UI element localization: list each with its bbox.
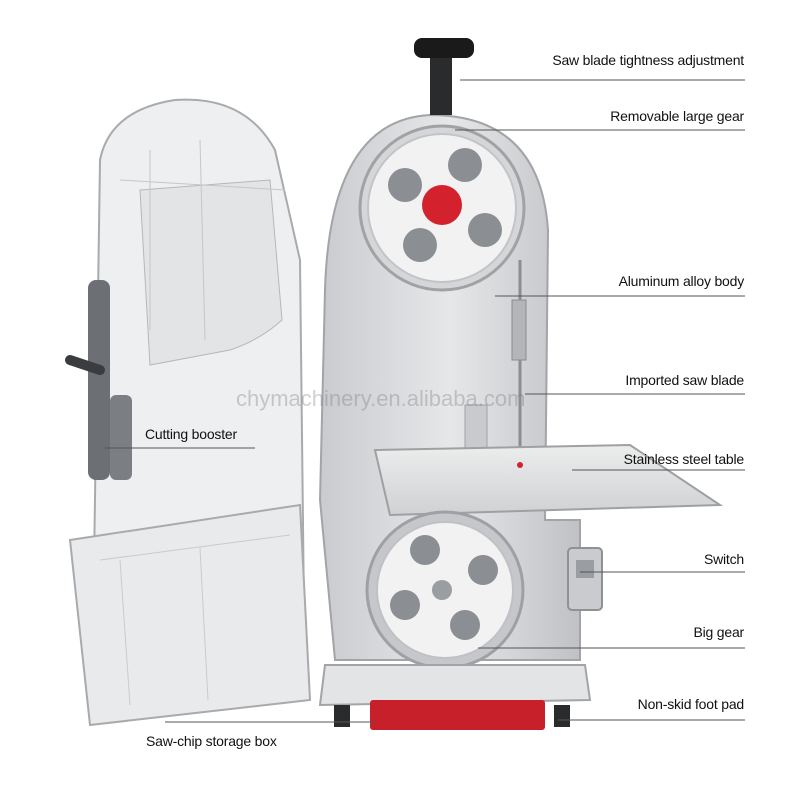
removable-large-gear [358, 124, 526, 292]
watermark: chymachinery.en.alibaba.com [236, 386, 526, 411]
label-switch: Switch [703, 551, 744, 567]
cutting-booster-handle [65, 280, 132, 480]
switch-box [567, 547, 603, 611]
saw-blade [511, 260, 527, 460]
label-cutting-booster: Cutting booster [145, 426, 237, 442]
label-big-gear: Big gear [693, 624, 744, 640]
saw-chip-storage-box [370, 700, 545, 730]
tightness-knob [414, 38, 474, 115]
label-imported-saw-blade: Imported saw blade [625, 372, 744, 388]
stainless-steel-table [373, 443, 724, 517]
label-saw-blade-tightness: Saw blade tightness adjustment [552, 52, 744, 68]
label-saw-chip-storage-box: Saw-chip storage box [146, 733, 277, 749]
big-gear [365, 510, 525, 670]
machine-base [318, 664, 592, 730]
label-aluminum-alloy-body: Aluminum alloy body [618, 273, 745, 289]
label-stainless-steel-table: Stainless steel table [623, 451, 745, 467]
label-removable-large-gear: Removable large gear [610, 108, 744, 124]
door-panel [68, 503, 312, 727]
leader-lines [105, 79, 745, 723]
label-non-skid-foot-pad: Non-skid foot pad [637, 696, 745, 712]
